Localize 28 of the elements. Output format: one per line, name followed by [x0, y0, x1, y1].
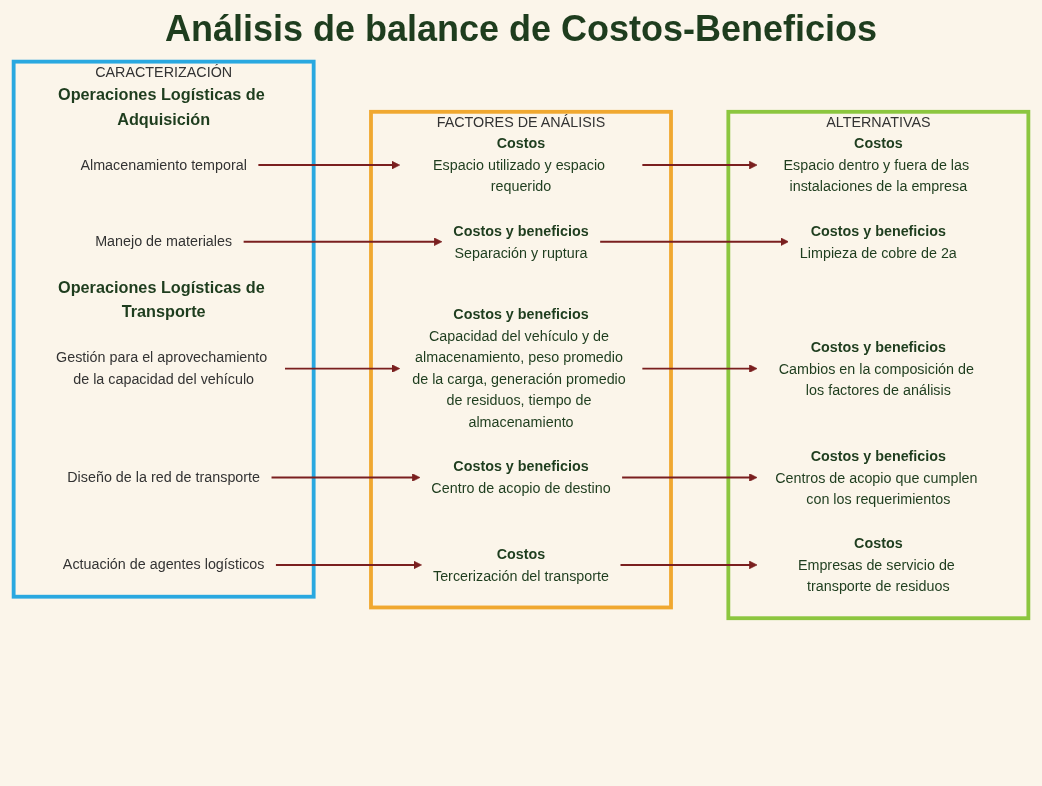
arrow: [619, 560, 758, 570]
arrow: [284, 364, 401, 373]
node-text: Costos y beneficios Cambios en la composición de los factores de análisis: [778, 338, 974, 398]
arrow: [270, 473, 421, 482]
node-text: Diseño de la red de transporte: [67, 468, 261, 485]
node-text: Costos y beneficios Separación y ruptura: [453, 222, 589, 260]
node-text: Costos Espacio utilizado y espacio requerido: [432, 134, 606, 194]
node-text: Costos Tercerización del transporte: [432, 545, 610, 584]
arrow: [242, 237, 443, 246]
node-text: Costos Espacio dentro y fuera de las instalaciones de la empresa: [783, 134, 970, 194]
node-text: Costos y beneficios Limpieza de cobre de 2a: [799, 222, 957, 260]
node-text: Costos y beneficios Centro de acopio de destino: [431, 457, 611, 496]
node-text: Almacenamiento temporal: [80, 156, 247, 173]
node-text: Operaciones Logísticas de Transporte: [58, 278, 265, 321]
node-text: Operaciones Logísticas de Adquisición: [58, 85, 265, 129]
arrow: [641, 364, 758, 373]
arrow: [257, 160, 401, 170]
arrow: [621, 473, 758, 482]
arrow: [599, 237, 789, 246]
node-text: Actuación de agentes logísticos: [62, 556, 265, 573]
node-text: Costos Empresas de servicio de transporte de residuos: [797, 534, 955, 594]
diagram-title: Análisis de balance de Costos-Beneficios: [163, 7, 879, 51]
arrow: [274, 560, 422, 570]
node-text: Costos y beneficios Capacidad del vehículo y de almacenamiento, peso promedio de la carga, generación promedio de residuos, tiempo de almacenamiento: [412, 306, 626, 430]
node-text: Costos y beneficios Centros de acopio que cumplen con los requerimientos: [775, 447, 978, 507]
node-text: Gestión para el aprovechamiento de la capacidad del vehículo: [56, 349, 268, 387]
arrow: [641, 160, 758, 170]
node-text: Manejo de materiales: [95, 232, 233, 250]
